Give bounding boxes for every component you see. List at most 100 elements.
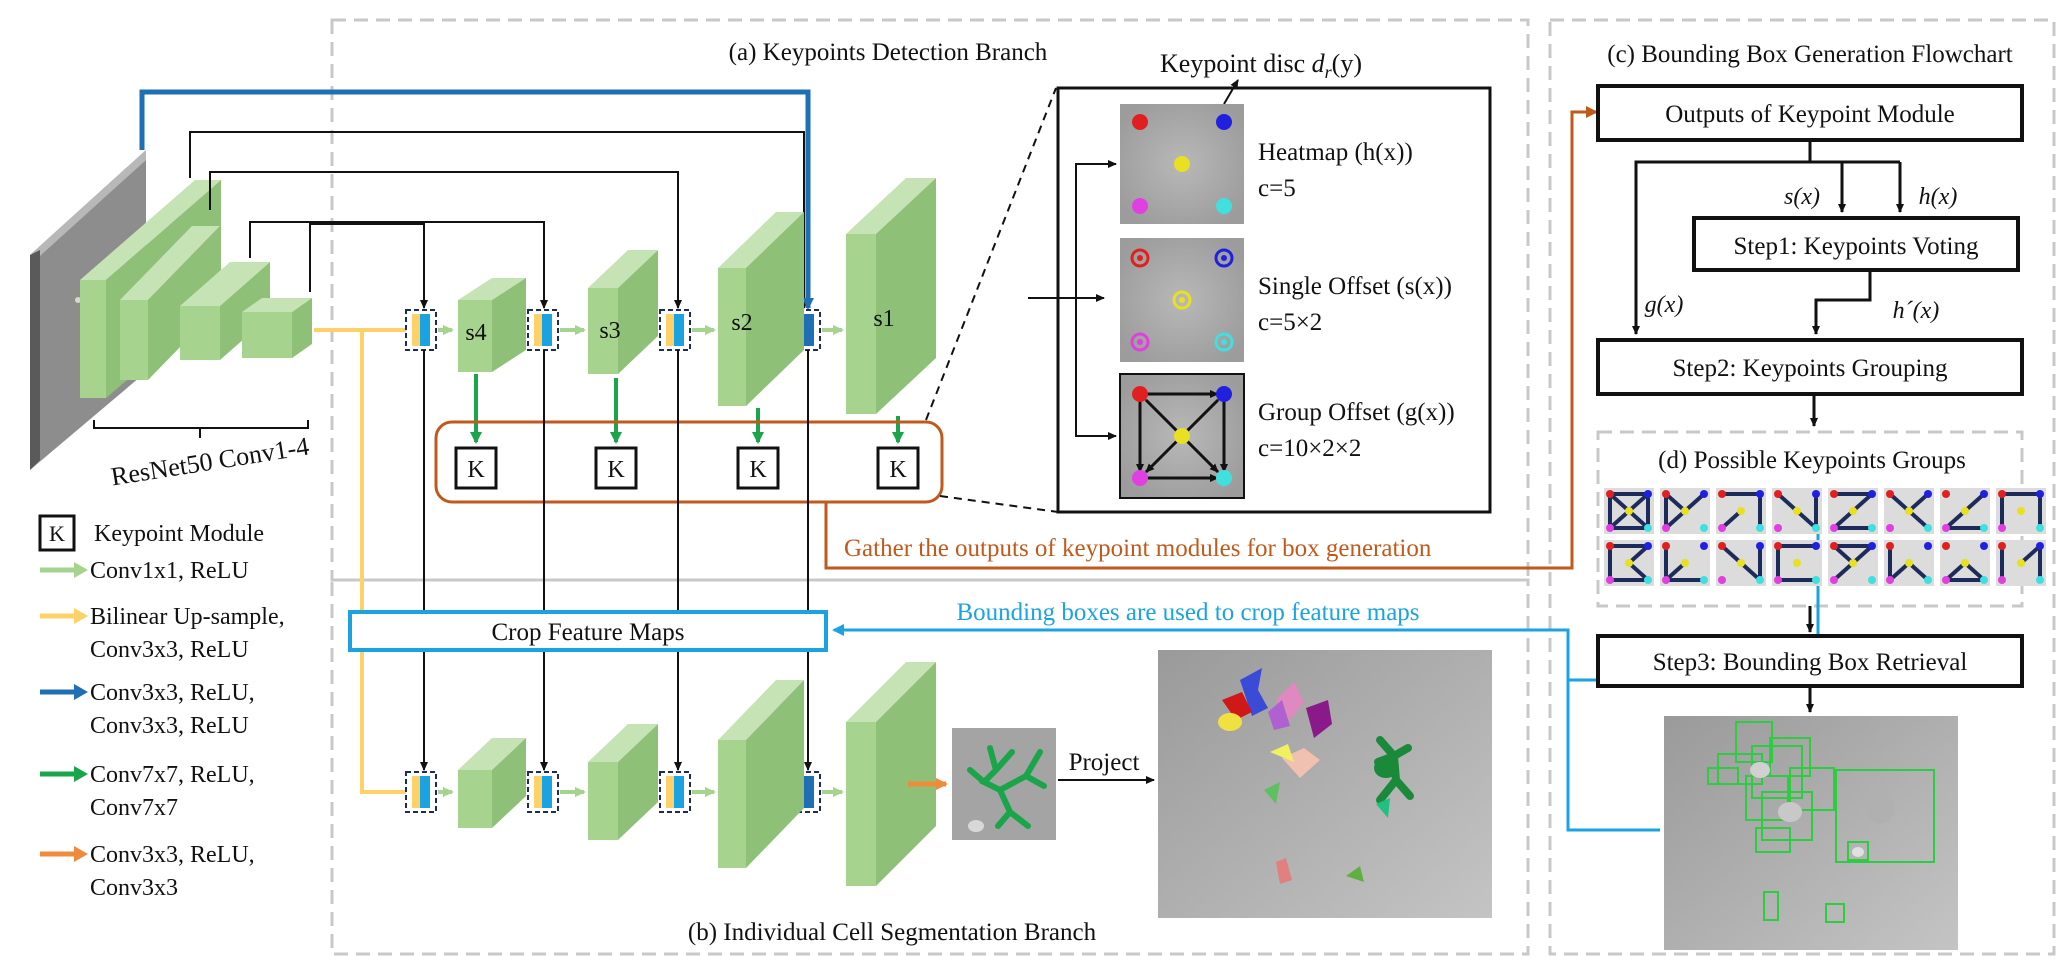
single-offset-channels: c=5×2 — [1258, 309, 1322, 336]
fusion-node — [405, 771, 437, 813]
keypoint-module-4: K — [876, 446, 920, 490]
keypoint-module-inset: Keypoint disc dr(y) — [1028, 49, 1492, 514]
segmentation-result-image — [1158, 650, 1492, 918]
keypoint-group-thumbnail — [1940, 540, 1990, 586]
conv7-arrows — [470, 374, 904, 444]
legend-item: Conv1x1, ReLU — [40, 558, 249, 584]
group-offset-channels: c=10×2×2 — [1258, 435, 1361, 462]
project-label: Project — [1069, 749, 1140, 776]
keypoint-module-1: K — [454, 446, 498, 490]
fusion-node — [527, 771, 559, 813]
legend-item-label: Conv7x7 — [90, 795, 178, 821]
svg-text:K: K — [889, 457, 907, 483]
fusion-node — [659, 309, 691, 351]
branch-connections — [420, 350, 812, 771]
legend-item-label: Bilinear Up-sample, — [90, 604, 285, 630]
cell-mask-crop — [952, 728, 1056, 840]
keypoint-group-thumbnail — [1828, 488, 1878, 534]
keypoint-group-thumbnail — [1996, 540, 2046, 586]
svg-text:K: K — [467, 457, 485, 483]
legend-item: Conv7x7, ReLU, Conv7x7 — [40, 762, 255, 821]
backbone-brace — [93, 420, 309, 429]
yellow-upsample-paths — [314, 328, 406, 794]
flowchart: Outputs of Keypoint Module s(x) h(x) Ste… — [1596, 84, 2024, 713]
single-offset-label: Single Offset (s(x)) — [1258, 273, 1452, 300]
crop-feature-maps-box — [348, 610, 828, 652]
fusion-node — [659, 771, 691, 813]
bounding-box-result-image — [1664, 716, 1958, 950]
group-offset-label: Group Offset (g(x)) — [1258, 399, 1455, 426]
legend-k-label: Keypoint Module — [94, 521, 264, 547]
keypoint-group-thumbnail — [1828, 540, 1878, 586]
section-a-title: (a) Keypoints Detection Branch — [729, 39, 1048, 66]
group-offset-tile — [1119, 373, 1245, 499]
section-c-frame — [1548, 18, 2056, 956]
keypoint-group-thumbnail — [1772, 540, 1822, 586]
legend-item: Conv3x3, ReLU, Conv3x3 — [40, 842, 255, 901]
scale-label-s4: s4 — [465, 320, 486, 346]
keypoint-group-thumbnail — [1884, 488, 1934, 534]
inset-title: Keypoint disc dr(y) — [1160, 49, 1362, 82]
keypoint-group-thumbnail — [1716, 488, 1766, 534]
legend-item-label: Conv3x3 — [90, 875, 178, 901]
crop-arrow — [832, 624, 1570, 680]
crop-text: Bounding boxes are used to crop feature … — [956, 599, 1419, 626]
flow-step2-box — [1596, 338, 2024, 396]
legend-item-label: Conv3x3, ReLU — [90, 637, 249, 663]
legend-item-label: Conv7x7, ReLU, — [90, 762, 255, 788]
keypoint-module-2: K — [594, 446, 638, 490]
heatmap-tile — [1120, 104, 1244, 224]
keypoint-group-thumbnail — [1772, 488, 1822, 534]
flow-s-label: s(x) — [1784, 184, 1820, 210]
flow-g-label: g(x) — [1645, 292, 1684, 318]
blue-skip-connection — [139, 89, 814, 310]
scale-label-s2: s2 — [731, 310, 752, 336]
inset-zoom-line — [939, 495, 1059, 513]
legend-item-label: Conv3x3, ReLU, — [90, 680, 255, 706]
legend-item-label: Conv3x3, ReLU, — [90, 842, 255, 868]
gather-path — [824, 106, 1598, 570]
legend-item-label: Conv1x1, ReLU — [90, 558, 249, 584]
legend: K Keypoint Module Conv1x1, ReLU Bilinear … — [38, 514, 285, 901]
legend-item-label: Conv3x3, ReLU — [90, 713, 249, 739]
heatmap-label: Heatmap (h(x)) — [1258, 139, 1413, 166]
keypoint-group-thumbnail — [1604, 540, 1654, 586]
flow-outputs-label: Outputs of Keypoint Module — [1665, 101, 1955, 128]
flow-step1-box — [1692, 216, 2020, 272]
legend-items: Conv1x1, ReLU Bilinear Up-sample, Conv3x3,… — [40, 558, 285, 901]
scale-label-s3: s3 — [599, 318, 620, 344]
decoder-bottom — [405, 662, 936, 886]
svg-text:K: K — [607, 457, 625, 483]
backbone-label: ResNet50 Conv1-4 — [109, 432, 311, 492]
flow-hprime-label: h´(x) — [1893, 298, 1940, 324]
legend-keypoint-module: K Keypoint Module — [38, 514, 264, 552]
fusion-node — [405, 309, 437, 351]
keypoint-group-thumbnail — [1996, 488, 2046, 534]
scale-label-s1: s1 — [873, 306, 894, 332]
keypoint-group-thumbnail — [1660, 488, 1710, 534]
fusion-node — [527, 309, 559, 351]
decoder-top: s4 s3 s2 s1 — [405, 178, 936, 414]
flow-step3-label: Step3: Bounding Box Retrieval — [1653, 649, 1968, 676]
section-b-title: (b) Individual Cell Segmentation Branch — [688, 919, 1097, 946]
keypoint-module-3: K — [736, 446, 780, 490]
keypoint-group-thumbnail — [1940, 488, 1990, 534]
single-offset-tile — [1120, 238, 1244, 362]
legend-item: Conv3x3, ReLU, Conv3x3, ReLU — [40, 680, 255, 739]
section-b-frame — [330, 578, 1530, 956]
crop-feature-maps-label: Crop Feature Maps — [491, 619, 684, 646]
keypoint-group-thumbnail — [1716, 540, 1766, 586]
heatmap-channels: c=5 — [1258, 175, 1296, 202]
legend-item: Bilinear Up-sample, Conv3x3, ReLU — [40, 604, 285, 663]
flow-h-label: h(x) — [1919, 184, 1958, 210]
flow-step1-label: Step1: Keypoints Voting — [1734, 233, 1979, 260]
keypoint-group-thumbnail — [1884, 540, 1934, 586]
svg-text:K: K — [49, 521, 65, 546]
flow-step2-label: Step2: Keypoints Grouping — [1673, 355, 1948, 382]
svg-text:K: K — [749, 457, 767, 483]
keypoint-group-thumbnail — [1604, 488, 1654, 534]
inset-zoom-line — [925, 87, 1057, 421]
keypoint-group-thumbnail — [1660, 540, 1710, 586]
keypoint-groups — [1604, 488, 2046, 586]
